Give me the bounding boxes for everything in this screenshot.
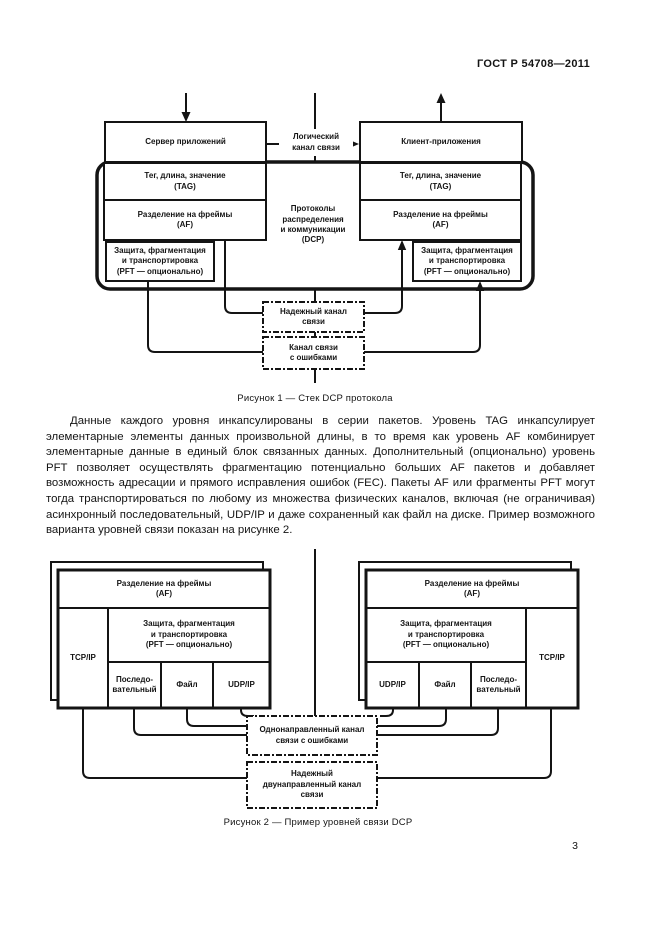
tag-right-rect (359, 162, 522, 201)
server-box-rect (104, 121, 267, 163)
tcpip-right-link-line (377, 708, 552, 779)
file-right-link-line (377, 708, 447, 727)
figure1-caption: Рисунок 1 — Стек DCP протокола (237, 393, 393, 404)
left-stack-rect (56, 568, 272, 710)
pft-left-to-error-line (147, 281, 263, 353)
reliable-to-af-right-line (364, 248, 403, 314)
serial-right-link-line (377, 708, 499, 736)
af-right-rect (359, 199, 522, 241)
file-left-link-line (186, 708, 247, 727)
pft-left-rect (105, 241, 215, 282)
serial-left-link-line (133, 708, 247, 736)
af-left-to-reliable-line (224, 240, 263, 314)
unidirectional-channel-rect (246, 715, 378, 756)
error-channel-rect (262, 336, 365, 370)
arrowhead-right-icon (349, 139, 359, 149)
figure2-links-diagram (50, 549, 580, 809)
arrowhead-up-icon (436, 93, 446, 103)
arrowhead-up-icon (397, 240, 407, 250)
udpip-right-link-line (380, 708, 394, 717)
page-number: 3 (572, 840, 578, 852)
tcpip-left-link-line (82, 708, 247, 779)
error-to-pft-right-line (364, 289, 481, 353)
af-left-rect (103, 199, 267, 241)
figure2-caption: Рисунок 2 — Пример уровней связи DCP (223, 817, 413, 828)
client-box-rect (359, 121, 523, 163)
pft-right-rect (412, 241, 522, 282)
tag-left-rect (103, 162, 267, 201)
arrowhead-up-icon (475, 281, 485, 291)
body-paragraph: Данные каждого уровня инкапсулированы в … (46, 415, 595, 537)
running-header: ГОСТ Р 54708—2011 (476, 58, 590, 70)
reliable-bidirectional-channel-rect (246, 761, 378, 809)
arrowhead-down-icon (181, 112, 191, 122)
figure1-stack-diagram (95, 93, 535, 383)
reliable-channel-rect (262, 301, 365, 333)
